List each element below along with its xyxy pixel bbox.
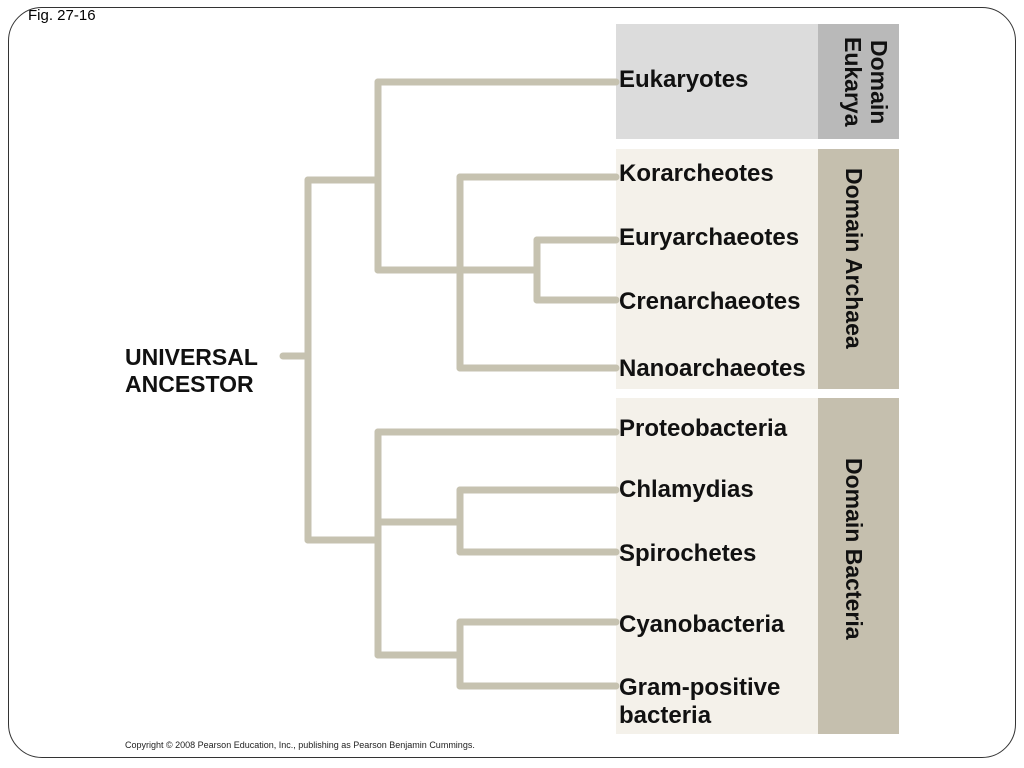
taxon-chlamydias: Chlamydias (619, 476, 754, 503)
universal-ancestor-label: UNIVERSAL ANCESTOR (125, 344, 258, 398)
taxon-cyanobacteria: Cyanobacteria (619, 611, 785, 638)
eukarya-panel (616, 24, 818, 139)
figure-label: Fig. 27-16 (28, 7, 96, 24)
taxon-nanoarchaeotes: Nanoarchaeotes (619, 355, 806, 382)
taxon-proteobacteria: Proteobacteria (619, 415, 788, 442)
bacteria-domain-bar (818, 398, 899, 734)
domain-eukarya-line1: Domain (866, 39, 892, 125)
domain-eukarya-label: Domain Eukarya (826, 30, 892, 134)
domain-bacteria-label: Domain Bacteria (841, 458, 867, 640)
domain-eukarya-line2: Eukarya (840, 37, 866, 127)
archaea-domain-bar (818, 149, 899, 389)
archaea-panel (616, 149, 818, 389)
taxon-spirochetes: Spirochetes (619, 540, 757, 567)
slide-frame (8, 7, 1016, 758)
universal-ancestor-line2: ANCESTOR (125, 371, 254, 397)
bacteria-panel (616, 398, 818, 734)
taxon-korarcheotes: Korarcheotes (619, 160, 774, 187)
copyright-notice: Copyright © 2008 Pearson Education, Inc.… (125, 740, 475, 750)
universal-ancestor-line1: UNIVERSAL (125, 344, 258, 370)
eukarya-domain-bar (818, 24, 899, 139)
domain-archaea-label: Domain Archaea (841, 168, 867, 349)
taxon-gram-positive-line2: bacteria (619, 702, 712, 729)
taxon-crenarchaeotes: Crenarchaeotes (619, 288, 801, 315)
taxon-eukaryotes: Eukaryotes (619, 66, 749, 93)
taxon-gram-positive-line1: Gram-positive (619, 674, 781, 701)
taxon-gram-positive-bacteria: Gram-positive bacteria (619, 674, 780, 730)
taxon-euryarchaeotes: Euryarchaeotes (619, 224, 800, 251)
